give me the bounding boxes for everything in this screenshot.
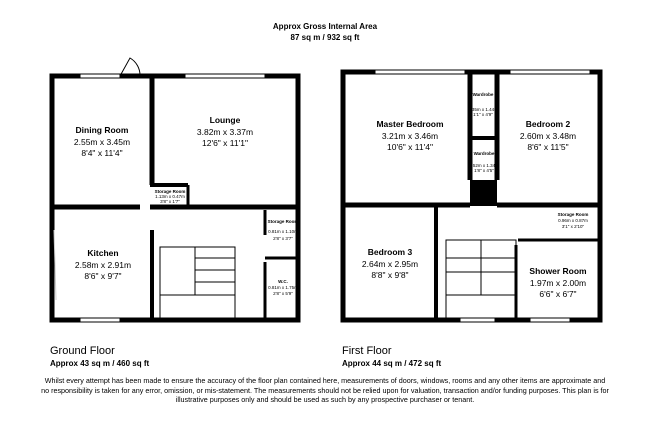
room-imperial: 8'6" x 11'5" [527, 142, 568, 152]
room-name: Kitchen [87, 248, 118, 258]
room-name: Bedroom 2 [526, 119, 571, 129]
room-name: Storage Room [558, 212, 589, 217]
header-area: 87 sq m / 932 sq ft [290, 33, 360, 42]
chimney-block [470, 180, 497, 206]
first-floor-labels: Master Bedroom 3.21m x 3.46m 10'6" x 11'… [362, 92, 589, 299]
room-imperial: 8'8" x 9'8" [371, 270, 408, 280]
room-metric: 0.81m x 1.75m [268, 285, 298, 290]
room-name: Storage Room [268, 219, 299, 224]
room-metric: 2.64m x 2.95m [362, 259, 418, 269]
room-name: Shower Room [529, 266, 587, 276]
room-imperial: 10'6" x 11'4" [387, 142, 433, 152]
room-imperial: 12'6" x 11'1" [202, 138, 248, 148]
first-floor-caption: First Floor Approx 44 sq m / 472 sq ft [342, 345, 441, 368]
room-imperial: 2'8" x 5'9" [273, 291, 293, 296]
header-title: Approx Gross Internal Area [272, 22, 378, 31]
room-name: Wardrobe [473, 92, 494, 97]
room-metric: 1.97m x 2.00m [530, 278, 586, 288]
room-metric: 0.96m x 0.87m [558, 218, 588, 223]
room-name: Lounge [210, 115, 241, 125]
room-imperial: 3'1" x 2'10" [562, 224, 585, 229]
room-metric: 0.35m x 1.44m [468, 107, 498, 112]
ground-floor-details [53, 57, 266, 323]
gross-area-header: Approx Gross Internal Area 87 sq m / 932… [0, 21, 650, 43]
room-imperial: 3'8" x 1'7" [160, 199, 180, 204]
room-name: Bedroom 3 [368, 247, 413, 257]
room-imperial: 6'6" x 6'7" [539, 289, 576, 299]
floor-name: First Floor [342, 345, 392, 357]
room-metric: 2.55m x 3.45m [74, 137, 130, 147]
first-floor-details [374, 69, 591, 323]
room-imperial: 8'6" x 9'7" [84, 271, 121, 281]
room-name: Wardrobe [474, 151, 495, 156]
room-name: Storage Room [155, 189, 186, 194]
disclaimer-text: Whilst every attempt has been made to en… [41, 376, 609, 404]
room-metric: 3.21m x 3.46m [382, 131, 438, 141]
room-metric: 2.60m x 3.48m [520, 131, 576, 141]
room-metric: 3.82m x 3.37m [197, 127, 253, 137]
room-imperial: 8'4" x 11'4" [81, 148, 122, 158]
ground-floor-labels: Dining Room 2.55m x 3.45m 8'4" x 11'4" L… [74, 115, 299, 296]
room-name: W.C. [278, 279, 288, 284]
room-name: Dining Room [76, 125, 129, 135]
room-metric: 2.58m x 2.91m [75, 260, 131, 270]
room-metric: 0.81m x 1.10m [268, 229, 298, 234]
room-metric: 0.52m x 1.34m [469, 163, 499, 168]
room-metric: 1.13m x 0.47m [155, 194, 185, 199]
floor-area: Approx 43 sq m / 460 sq ft [50, 359, 150, 368]
ground-floor-caption: Ground Floor Approx 43 sq m / 460 sq ft [50, 345, 149, 368]
floor-name: Ground Floor [50, 345, 115, 357]
floor-area: Approx 44 sq m / 472 sq ft [342, 359, 442, 368]
room-imperial: 2'8" x 3'7" [273, 236, 293, 241]
room-imperial: 1'8" x 4'5" [474, 168, 494, 173]
room-name: Master Bedroom [376, 119, 444, 129]
room-imperial: 1'1" x 4'9" [473, 112, 493, 117]
